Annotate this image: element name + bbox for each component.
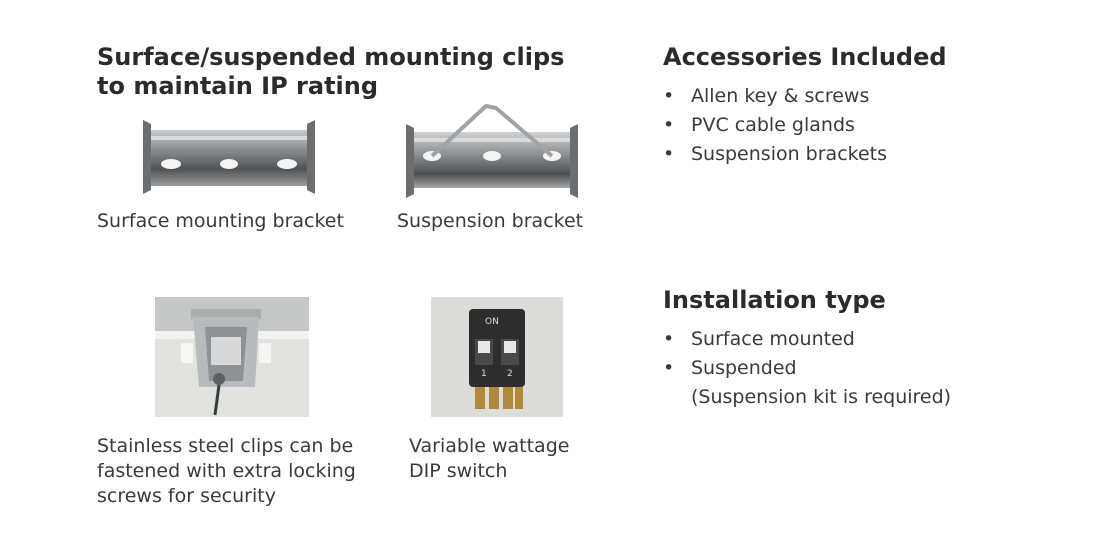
dip-switch-image: ON 1 2 xyxy=(431,297,563,417)
accessory-item: Suspension brackets xyxy=(663,140,1063,169)
installation-list: Surface mounted Suspended (Suspension ki… xyxy=(663,325,1063,412)
installation-section: Installation type Surface mounted Suspen… xyxy=(663,286,1063,412)
dip-switch-1-label: 1 xyxy=(481,369,487,379)
stainless-clip-image xyxy=(155,297,309,417)
accessories-section: Accessories Included Allen key & screws … xyxy=(663,43,1063,169)
dip-switch-caption: Variable wattage DIP switch xyxy=(409,434,569,484)
dip-switch-2-label: 2 xyxy=(507,369,513,379)
stainless-clips-caption-line2: fastened with extra locking xyxy=(97,460,356,482)
stainless-clips-caption-line3: screws for security xyxy=(97,485,276,507)
installation-item-label: Suspended xyxy=(691,357,797,379)
mounting-clips-heading-line1: Surface/suspended mounting clips xyxy=(97,43,565,71)
dip-switch-on-label: ON xyxy=(485,317,499,327)
surface-bracket-caption: Surface mounting bracket xyxy=(97,210,344,232)
suspension-bracket-caption: Suspension bracket xyxy=(397,210,584,232)
stainless-clips-caption: Stainless steel clips can be fastened wi… xyxy=(97,434,356,509)
dip-switch-caption-line2: DIP switch xyxy=(409,460,508,482)
dip-switch-caption-line1: Variable wattage xyxy=(409,435,570,457)
accessory-item: Allen key & screws xyxy=(663,82,1063,111)
installation-heading: Installation type xyxy=(663,286,886,314)
installation-item: Surface mounted xyxy=(663,325,1063,354)
installation-note: (Suspension kit is required) xyxy=(691,386,952,408)
stainless-clips-caption-line1: Stainless steel clips can be xyxy=(97,435,354,457)
accessory-item: PVC cable glands xyxy=(663,111,1063,140)
mounting-clips-heading-line2: to maintain IP rating xyxy=(97,72,379,100)
suspension-bracket-image xyxy=(402,100,582,200)
surface-bracket-image xyxy=(137,118,322,198)
accessories-heading: Accessories Included xyxy=(663,43,947,71)
mounting-clips-heading: Surface/suspended mounting clips to main… xyxy=(97,43,564,101)
installation-item: Suspended (Suspension kit is required) xyxy=(663,354,1063,412)
accessories-list: Allen key & screws PVC cable glands Susp… xyxy=(663,82,1063,169)
